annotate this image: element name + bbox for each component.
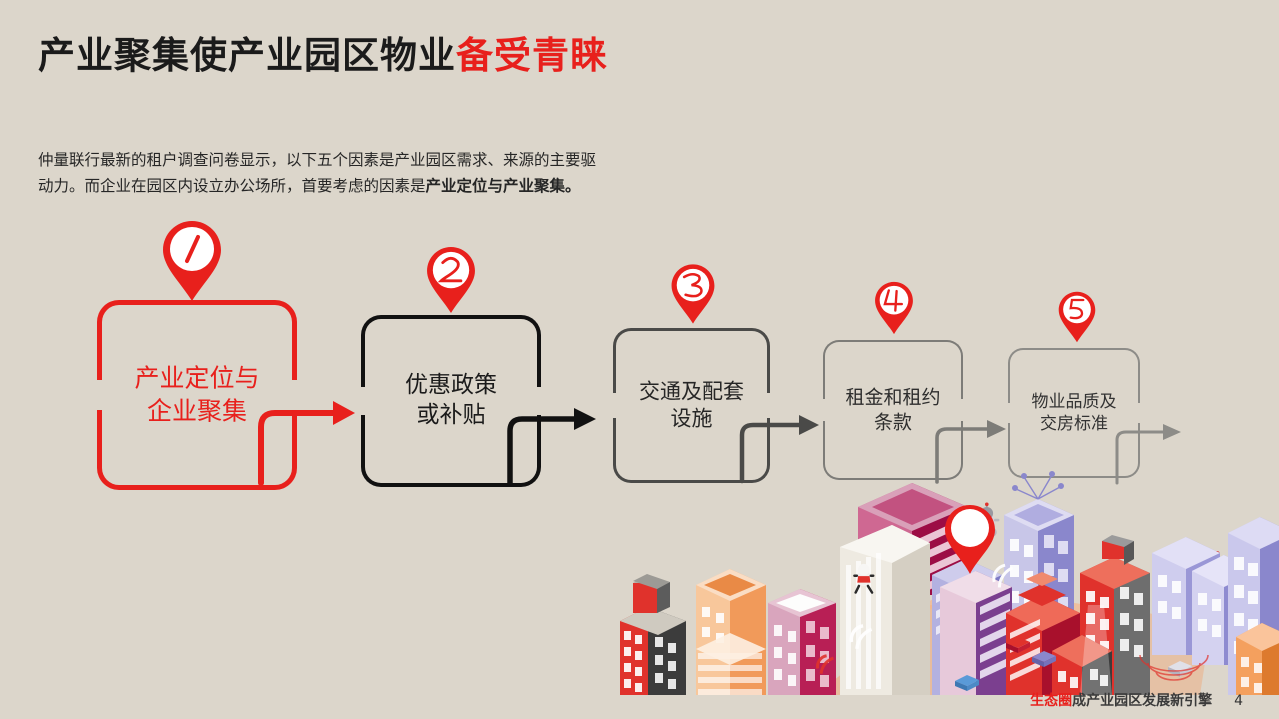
box-corner-bottom-right (879, 421, 963, 480)
box-corner-top-right (879, 340, 963, 399)
flow-step-3-label: 交通及配套 设施 (639, 379, 744, 431)
box-corner-bottom-left (823, 421, 907, 480)
flow-connector-5 (1112, 385, 1192, 485)
flow-step-5-label: 物业品质及 交房标准 (1031, 391, 1117, 434)
box-corner-bottom-right (433, 414, 541, 487)
page-number: 4 (1234, 693, 1243, 709)
flow-step-3-pin[interactable] (659, 260, 727, 328)
box-corner-top-left (97, 300, 217, 380)
body-line-2: 动力。而企业在园区内设立办公场所，首要考虑的因素是产业定位与产业聚集。 (38, 174, 858, 200)
footer-brand-dark: 成产业园区发展新引擎 (1072, 693, 1213, 709)
box-corner-top-right (177, 300, 297, 380)
box-corner-top-left (361, 315, 469, 388)
box-corner-top-right (675, 328, 770, 394)
city-map-pin (945, 505, 995, 574)
flow-step-2-pin[interactable] (413, 242, 489, 318)
page-title-red: 备受青睐 (456, 34, 608, 77)
flow-step-4-label: 租金和租约 条款 (845, 386, 941, 433)
flow-step-2[interactable]: 优惠政策 或补贴 (361, 315, 541, 487)
box-corner-bottom-left (613, 417, 708, 483)
flow-step-4-box (823, 340, 963, 480)
flow-step-2-box (361, 315, 541, 487)
flow-step-3-box (613, 328, 770, 483)
footer: 生态圈 成产业园区发展新引擎 4 (1030, 690, 1243, 710)
box-corner-bottom-left (1008, 423, 1088, 478)
flow-step-3[interactable]: 交通及配套 设施 (613, 328, 770, 483)
box-corner-top-right (1060, 348, 1140, 403)
flow-step-4[interactable]: 租金和租约 条款 (823, 340, 963, 480)
box-corner-bottom-left (361, 414, 469, 487)
flow-connector-2 (504, 365, 604, 486)
body-line-2-bold: 产业定位与产业聚集。 (425, 176, 581, 195)
box-corner-top-left (823, 340, 907, 399)
box-corner-bottom-right (1060, 423, 1140, 478)
flow-step-1-box (97, 300, 297, 490)
box-corner-bottom-left (97, 410, 217, 490)
footer-brand-red: 生态圈 (1030, 693, 1073, 709)
flow-step-1-pin[interactable] (146, 215, 238, 307)
flow-step-5-pin[interactable] (1048, 288, 1106, 346)
isometric-city-illustration (600, 455, 1279, 695)
flow-connector-3 (737, 373, 829, 484)
box-corner-top-right (433, 315, 541, 388)
body-line-2-plain: 动力。而企业在园区内设立办公场所，首要考虑的因素是 (38, 176, 426, 195)
flow-step-5-box (1008, 348, 1140, 478)
flow-step-2-label: 优惠政策 或补贴 (405, 372, 497, 428)
box-corner-bottom-right (177, 410, 297, 490)
body-line-1: 仲量联行最新的租户调查问卷显示，以下五个因素是产业园区需求、来源的主要驱 (38, 151, 597, 169)
flow-step-5[interactable]: 物业品质及 交房标准 (1008, 348, 1140, 478)
flow-connector-1 (255, 355, 363, 486)
body-paragraph: 仲量联行最新的租户调查问卷显示，以下五个因素是产业园区需求、来源的主要驱 动力。… (38, 148, 858, 199)
box-corner-top-left (1008, 348, 1088, 403)
flow-connector-4 (932, 380, 1016, 484)
page-title-black: 产业聚集使产业园区物业 (38, 34, 456, 77)
flow-step-1-label: 产业定位与 企业聚集 (134, 363, 260, 426)
box-corner-bottom-right (675, 417, 770, 483)
box-corner-top-left (613, 328, 708, 394)
flow-step-1[interactable]: 产业定位与 企业聚集 (97, 300, 297, 490)
page-title: 产业聚集使产业园区物业备受青睐 (38, 34, 608, 77)
process-flow-diagram: 产业定位与 企业聚集 优惠政策 或补贴 (0, 215, 1279, 505)
flow-step-4-pin[interactable] (864, 278, 924, 338)
